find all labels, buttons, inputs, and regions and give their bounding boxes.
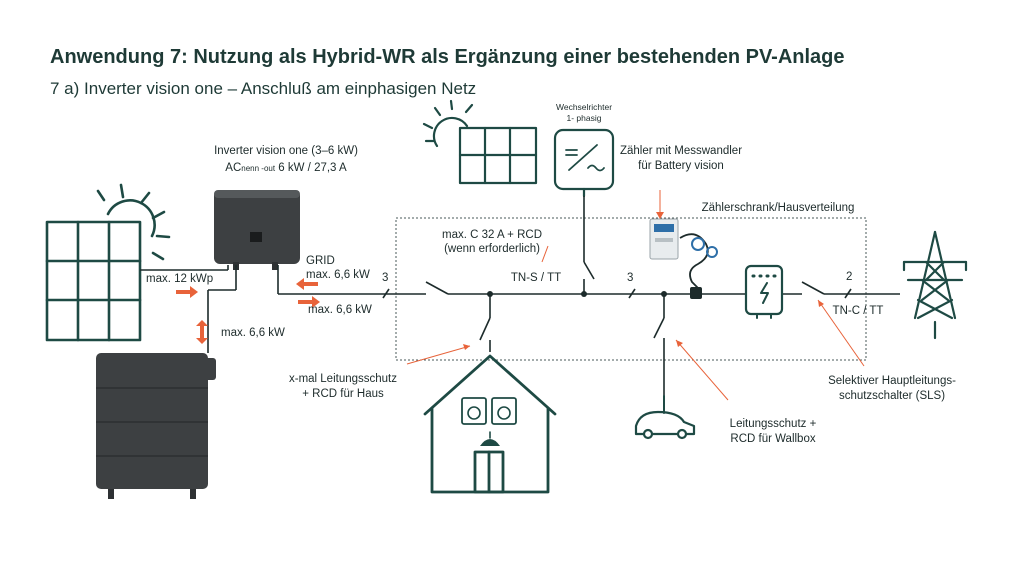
page-title: Anwendung 7: Nutzung als Hybrid-WR als E… (50, 46, 845, 68)
meter-device (649, 218, 718, 289)
wallbox-car-icon (634, 395, 696, 440)
existing-inverter-label: Wechselrichter (556, 102, 612, 112)
grid-label: GRID (306, 255, 335, 267)
main-breaker-switch (801, 281, 825, 295)
phase-count-label: 3 (382, 272, 388, 284)
meter-label: Zähler mit Messwandler (620, 145, 742, 157)
callout-house-protection (406, 345, 471, 365)
cabinet-boundary (395, 217, 867, 361)
inverter-name-label: Inverter vision one (3–6 kW) (214, 145, 358, 157)
grid-max-out-label: max. 6,6 kW (306, 269, 370, 281)
grid-tower-icon (902, 230, 968, 340)
solar-panel-icon (422, 99, 538, 185)
battery-flow-arrow (196, 320, 208, 344)
house-icon (423, 354, 557, 494)
current-transformer (690, 287, 702, 299)
wallbox-protection-label-sub: RCD für Wallbox (730, 433, 815, 445)
cabinet-label: Zählerschrank/Hausverteilung (702, 202, 855, 214)
phase-tick (628, 288, 636, 299)
existing-inverter-phase-label: 1- phasig (567, 113, 602, 123)
grid-in-arrow (298, 296, 320, 308)
phase-tick (844, 288, 852, 299)
meter-icon (744, 264, 784, 319)
callout-breaker-spec (541, 245, 549, 263)
house-protection-label: x-mal Leitungsschutz (289, 373, 397, 385)
solar-panel-icon (45, 183, 171, 342)
phase-count-label: 2 (846, 271, 852, 283)
inverter-device (214, 190, 300, 270)
callout-main-switch (817, 299, 865, 367)
inverter-icon (553, 128, 615, 198)
meter-label-sub: für Battery vision (638, 160, 724, 172)
page-subtitle: 7 a) Inverter vision one – Anschluß am e… (50, 79, 477, 98)
battery-icon (96, 353, 216, 499)
wallbox-protection-label: Leitungsschutz + (730, 418, 817, 430)
inverter-breaker-switch (425, 281, 449, 295)
inverter-ac-label: ACnenn -out 6 kW / 27,3 A (225, 162, 347, 174)
phase-count-label: 3 (627, 272, 633, 284)
house-protection-label-sub: + RCD für Haus (302, 388, 384, 400)
main-switch-label-sub: schutzschalter (SLS) (839, 390, 945, 402)
grid-max-in-label: max. 6,6 kW (308, 304, 372, 316)
pv-max-label: max. 12 kWp (146, 273, 213, 285)
phase-tick (382, 288, 390, 299)
breaker-spec-label: max. C 32 A + RCD (442, 229, 542, 241)
wallbox-breaker-switch (653, 317, 665, 339)
house-breaker-switch (479, 317, 491, 341)
net-type-label: TN-C / TT (833, 305, 884, 317)
grid-out-arrow (296, 278, 318, 290)
callout-wallbox-protection (675, 339, 729, 401)
main-switch-label: Selektiver Hauptleitungs- (828, 375, 956, 387)
net-type-label: TN-S / TT (511, 272, 561, 284)
breaker-spec-note: (wenn erforderlich) (444, 243, 540, 255)
existing-inverter-breaker (583, 261, 595, 280)
battery-max-label: max. 6,6 kW (221, 327, 285, 339)
pv-flow-arrow (176, 286, 198, 298)
